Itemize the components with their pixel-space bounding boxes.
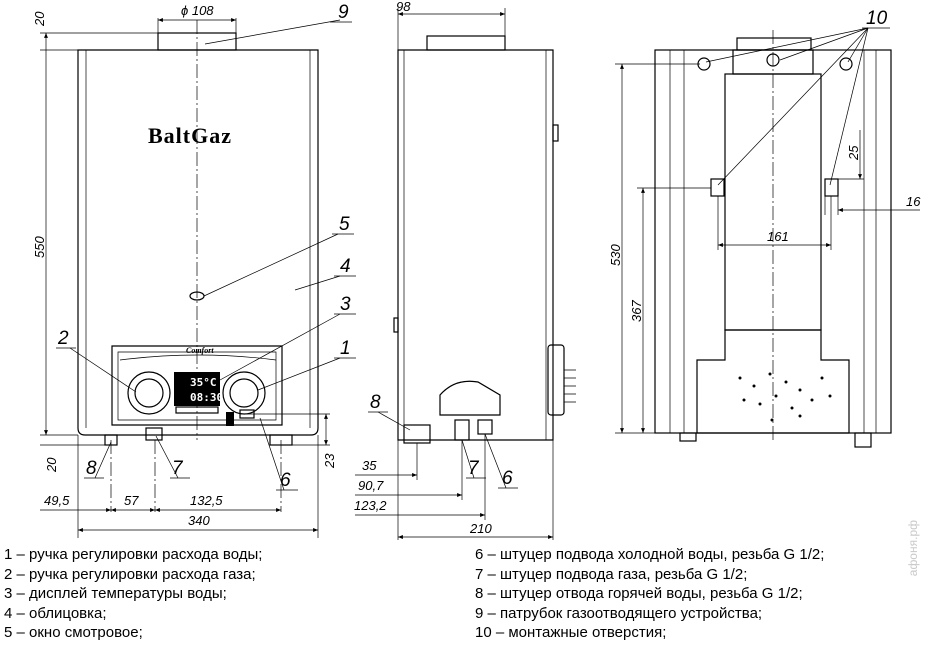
dim-rear-lower: 367 bbox=[629, 300, 644, 322]
callout-8-side: 8 bbox=[370, 392, 381, 413]
legend-item-7: 7 – штуцер подвода газа, резьба G 1/2; bbox=[475, 565, 748, 583]
callout-7-side: 7 bbox=[468, 458, 480, 479]
callout-3: 3 bbox=[340, 294, 351, 315]
dim-flue-diameter: ϕ 108 bbox=[181, 3, 214, 18]
front-casing bbox=[77, 49, 319, 436]
legend-item-4: 4 – облицовка; bbox=[4, 604, 107, 622]
callout-5: 5 bbox=[339, 214, 350, 235]
dim-flue-depth: 98 bbox=[396, 0, 411, 14]
front-dimensions: ϕ 108 20 550 20 49,5 57 132,5 340 23 bbox=[32, 3, 337, 538]
control-panel bbox=[111, 345, 283, 426]
callout-6-front: 6 bbox=[280, 470, 291, 491]
mount-hole-right bbox=[839, 57, 853, 71]
side-gas-fitting bbox=[454, 419, 470, 441]
callout-2: 2 bbox=[57, 328, 69, 349]
mount-slot-left bbox=[710, 178, 725, 197]
side-flue-pipe bbox=[426, 35, 506, 51]
dim-top-gap: 20 bbox=[32, 11, 47, 27]
side-cold-fitting bbox=[477, 419, 493, 435]
legend-item-2: 2 – ручка регулировки расхода газа; bbox=[4, 565, 256, 583]
dim-offset-a: 49,5 bbox=[44, 493, 70, 508]
legend-item-8: 8 – штуцер отвода горячей воды, резьба G… bbox=[475, 585, 803, 602]
display-time: 08:30 bbox=[190, 391, 223, 404]
dim-side-d2: 90,7 bbox=[358, 478, 384, 493]
technical-drawing: BaltGaz Comfort 35°C 08:30 ϕ 108 20 bbox=[32, 0, 921, 540]
side-dimensions: 98 35 90,7 123,2 210 bbox=[354, 0, 554, 540]
legend-left: 1 – ручка регулировки расхода воды; 2 – … bbox=[4, 545, 262, 643]
callout-9: 9 bbox=[338, 2, 349, 23]
brand-logo: BaltGaz bbox=[148, 123, 232, 148]
model-badge: Comfort bbox=[186, 346, 214, 355]
dim-rear-height: 530 bbox=[608, 244, 623, 266]
callout-1: 1 bbox=[340, 338, 351, 359]
callout-6-side: 6 bbox=[502, 468, 513, 489]
dim-side-d3: 123,2 bbox=[354, 498, 387, 513]
legend-item-6: 6 – штуцер подвода холодной воды, резьба… bbox=[475, 546, 825, 563]
callout-8-front: 8 bbox=[86, 458, 97, 479]
dim-front-height: 550 bbox=[32, 236, 47, 258]
vent-holes bbox=[738, 372, 832, 422]
dim-hole-horizontal: 16 bbox=[906, 194, 921, 209]
dim-bottom-gap: 20 bbox=[44, 457, 59, 473]
side-burner bbox=[439, 380, 501, 416]
dim-hole-vertical: 25 bbox=[846, 145, 861, 161]
legend-item-5: 5 – окно смотровое; bbox=[4, 624, 143, 641]
dim-side-d1: 35 bbox=[362, 458, 377, 473]
side-knob bbox=[547, 344, 565, 416]
callouts: 9 5 4 3 1 2 6 7 8 8 7 6 bbox=[56, 2, 890, 491]
dim-side-depth: 210 bbox=[469, 521, 492, 536]
watermark: афоня.рф bbox=[906, 520, 920, 577]
legend-item-9: 9 – патрубок газоотводящего устройства; bbox=[475, 604, 763, 622]
callout-4: 4 bbox=[340, 256, 351, 277]
dim-offset-b: 57 bbox=[124, 493, 139, 508]
display-temperature: 35°C bbox=[190, 376, 217, 389]
legend-right: 6 – штуцер подвода холодной воды, резьба… bbox=[475, 545, 824, 643]
rear-lower-panel bbox=[696, 329, 850, 434]
front-view: BaltGaz Comfort 35°C 08:30 bbox=[77, 20, 319, 512]
rear-dimensions: 530 367 161 25 16 bbox=[608, 63, 921, 434]
callout-10: 10 bbox=[866, 8, 888, 29]
dim-front-width: 340 bbox=[188, 513, 210, 528]
dim-offset-c: 132,5 bbox=[190, 493, 223, 508]
gas-fitting bbox=[145, 427, 163, 441]
side-view bbox=[393, 35, 576, 444]
legend-item-3: 3 – дисплей температуры воды; bbox=[4, 585, 227, 602]
dim-nozzle-height: 23 bbox=[322, 453, 337, 469]
water-knob bbox=[222, 371, 266, 415]
rear-view bbox=[654, 30, 892, 448]
legend-item-1: 1 – ручка регулировки расхода воды; bbox=[4, 546, 263, 563]
legend-item-10: 10 – монтажные отверстия; bbox=[475, 624, 667, 641]
mount-slot-right bbox=[824, 178, 839, 197]
callout-7-front: 7 bbox=[172, 458, 184, 479]
dim-hole-spacing: 161 bbox=[767, 229, 789, 244]
gas-knob bbox=[127, 371, 171, 415]
